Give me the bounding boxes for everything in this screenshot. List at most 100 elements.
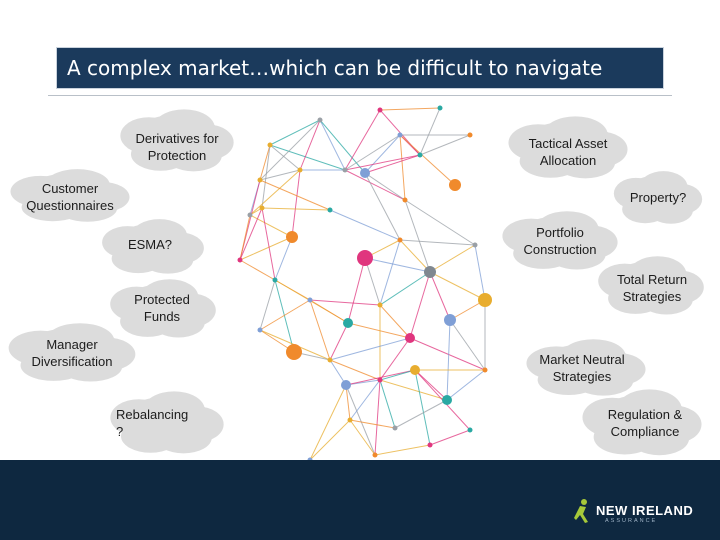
cloud-total-return bbox=[598, 256, 704, 315]
network-edge bbox=[345, 369, 416, 386]
network-edge bbox=[364, 172, 401, 241]
network-node bbox=[259, 205, 265, 211]
new-ireland-logo bbox=[574, 499, 588, 523]
network-edge bbox=[345, 384, 351, 421]
network-head-diagram bbox=[8, 105, 704, 460]
network-edge bbox=[374, 379, 381, 456]
network-node bbox=[402, 197, 408, 203]
network-edge bbox=[249, 214, 293, 238]
network-edge bbox=[239, 207, 263, 261]
network-edge bbox=[409, 271, 431, 339]
network-edge bbox=[429, 429, 471, 446]
label-portfolio-construction: Portfolio Construction bbox=[523, 225, 597, 257]
network-edge bbox=[446, 319, 451, 401]
network-edge bbox=[399, 134, 456, 186]
network-edge bbox=[259, 169, 301, 181]
label-esma: ESMA? bbox=[127, 237, 173, 252]
network-edge bbox=[299, 119, 321, 171]
network-edge bbox=[239, 259, 276, 281]
network-edge bbox=[309, 299, 331, 361]
network-node bbox=[257, 177, 263, 183]
network-edge bbox=[345, 384, 376, 456]
network-node bbox=[467, 132, 473, 138]
network-edge bbox=[379, 271, 431, 306]
network-edge bbox=[309, 299, 349, 324]
network-node bbox=[357, 250, 373, 266]
network-edge bbox=[394, 399, 448, 429]
network-edge bbox=[261, 144, 271, 209]
title-bar: A complex market…which can be difficult … bbox=[56, 47, 664, 89]
cloud-property bbox=[613, 171, 703, 224]
network-edge bbox=[429, 271, 451, 321]
network-edge bbox=[379, 337, 411, 381]
label-manager-diversification: Manager Diversification bbox=[31, 337, 113, 369]
network-node bbox=[427, 442, 433, 448]
network-edge bbox=[399, 134, 406, 201]
network-node bbox=[424, 266, 436, 278]
network-node bbox=[444, 314, 456, 326]
cloud-group bbox=[8, 109, 704, 456]
network-edge bbox=[347, 322, 411, 339]
network-edge bbox=[309, 384, 347, 460]
network-nodes bbox=[237, 105, 492, 460]
network-edge bbox=[349, 419, 376, 456]
cloud-protected bbox=[110, 279, 216, 338]
network-edge bbox=[269, 144, 301, 171]
cloud-customer bbox=[10, 169, 130, 222]
brand-tagline: ASSURANCE bbox=[605, 518, 658, 524]
network-edge bbox=[364, 257, 431, 273]
network-edge bbox=[259, 119, 321, 181]
network-edge bbox=[429, 244, 476, 273]
network-node bbox=[449, 179, 461, 191]
network-node bbox=[307, 457, 313, 460]
slide-title: A complex market…which can be difficult … bbox=[67, 56, 603, 80]
network-edge bbox=[259, 144, 271, 181]
network-edge bbox=[419, 107, 441, 156]
network-edge bbox=[414, 369, 448, 401]
network-edge bbox=[474, 244, 486, 301]
brand-name: NEW IRELAND bbox=[596, 503, 694, 518]
network-edge bbox=[404, 199, 431, 273]
network-edge bbox=[379, 304, 411, 339]
network-node bbox=[343, 318, 353, 328]
cloud-portfolio bbox=[502, 211, 618, 270]
network-node bbox=[267, 142, 273, 148]
cloud-tactical bbox=[508, 116, 628, 179]
network-node bbox=[405, 333, 415, 343]
title-divider bbox=[48, 95, 672, 96]
network-node bbox=[372, 452, 378, 458]
network-edge bbox=[364, 134, 401, 174]
network-edge bbox=[329, 359, 381, 381]
network-edge bbox=[379, 379, 448, 401]
network-edge bbox=[319, 119, 366, 174]
label-total-return-strategies: Total Return Strategies bbox=[616, 272, 688, 304]
label-property: Property? bbox=[629, 190, 687, 205]
network-node bbox=[297, 167, 303, 173]
network-edge bbox=[364, 172, 406, 201]
network-edge bbox=[379, 107, 441, 111]
cloud-manager bbox=[8, 323, 136, 382]
network-node bbox=[437, 105, 443, 111]
label-protected-funds: Protected Funds bbox=[134, 292, 190, 324]
network-edge bbox=[269, 144, 346, 171]
network-edge bbox=[344, 134, 401, 171]
network-edge bbox=[364, 154, 421, 174]
network-node bbox=[397, 237, 403, 243]
network-edge bbox=[347, 257, 366, 324]
network-edge bbox=[404, 199, 476, 246]
network-edge bbox=[259, 279, 276, 331]
network-edge bbox=[274, 279, 295, 353]
label-customer-questionnaires: Customer Questionnaires bbox=[26, 181, 114, 213]
network-edge bbox=[259, 179, 331, 211]
network-edge bbox=[449, 319, 486, 371]
network-node bbox=[478, 293, 492, 307]
network-edge bbox=[261, 207, 331, 211]
network-node bbox=[247, 212, 253, 218]
label-derivatives-for-protection: Derivatives for Protection bbox=[135, 131, 219, 163]
network-edge bbox=[414, 369, 431, 446]
label-market-neutral-strategies: Market Neutral Strategies bbox=[539, 352, 625, 384]
network-node bbox=[410, 365, 420, 375]
network-edge bbox=[259, 299, 311, 331]
network-node bbox=[272, 277, 278, 283]
label-rebalancing: Rebalancing ? bbox=[116, 407, 189, 439]
